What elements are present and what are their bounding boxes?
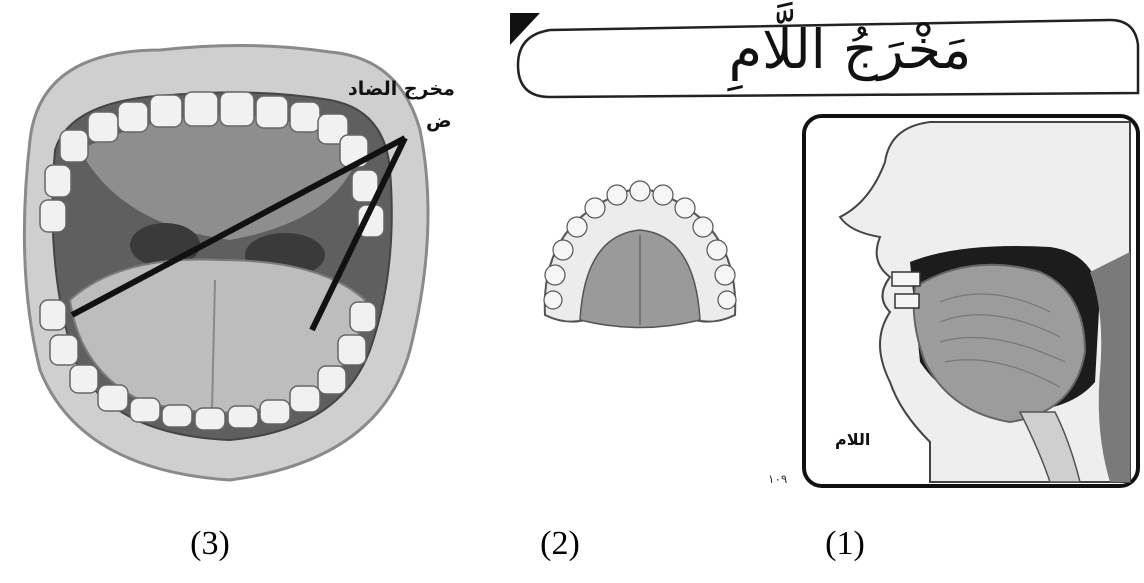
caption-3: (3) bbox=[150, 525, 270, 563]
upper-palate-illustration bbox=[535, 175, 750, 345]
caption-2: (2) bbox=[500, 525, 620, 563]
caption-1: (1) bbox=[785, 525, 905, 563]
page-number: ١٠٩ bbox=[768, 472, 787, 486]
panel-upper-palate bbox=[535, 175, 750, 345]
banner-title: مَخْرَجُ اللَّامِ bbox=[700, 18, 1000, 81]
lower-incisor bbox=[895, 294, 919, 308]
upper-incisor bbox=[892, 272, 920, 286]
label-lam: اللام bbox=[835, 430, 870, 449]
label-makhraj-dad: مخرج الضاد bbox=[348, 78, 455, 100]
label-dad-letter: ض bbox=[426, 110, 452, 132]
